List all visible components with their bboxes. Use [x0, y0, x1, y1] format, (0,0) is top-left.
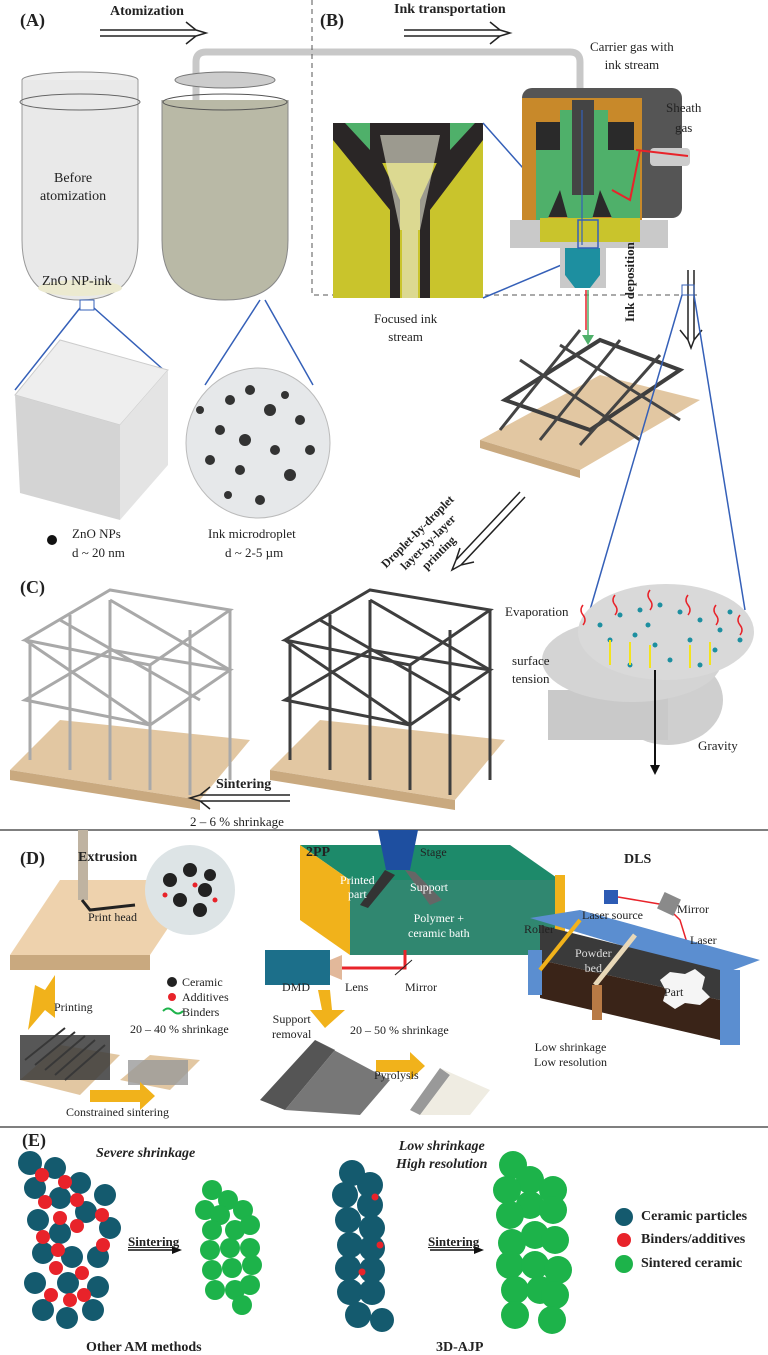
printed-lattice-small-icon: [480, 329, 700, 478]
support-removal-label: Support removal: [272, 1012, 312, 1041]
printing-arrow-icon: [450, 491, 526, 572]
legend-label: Sintered ceramic: [641, 1256, 743, 1271]
zno-nps-label: ZnO NPs: [72, 526, 121, 541]
sintering-label-ajp: Sintering: [428, 1234, 480, 1249]
ink-transportation-label: Ink transportation: [394, 2, 506, 17]
lens-label: Lens: [345, 980, 369, 994]
other-am-label: Other AM methods: [86, 1340, 202, 1355]
legend-label: Binders/additives: [641, 1232, 746, 1247]
sheath-gas-label: Sheath gas: [666, 100, 702, 135]
printed-lattice-large-icon: [270, 588, 505, 810]
laser-label: Laser: [690, 933, 717, 947]
vial-atomized-icon: [161, 71, 289, 301]
constrained-sintering-label: Constrained sintering: [66, 1105, 169, 1119]
legend-ceramic-particles: Ceramic particles: [615, 1208, 747, 1226]
sintered-lattice-icon: [10, 588, 250, 810]
mirror-label-2pp: Mirror: [405, 980, 437, 994]
powder-bed-label: Powder bed: [575, 946, 612, 975]
additives-legend-label: Additives: [182, 990, 229, 1004]
microdroplet-icon: [185, 367, 331, 519]
focused-stream-inset: [333, 123, 483, 298]
panel-c-label: (C): [20, 577, 45, 597]
support-label: Support: [410, 880, 449, 894]
evaporation-label: Evaporation: [505, 604, 569, 619]
two-photon-polymerization-icon: [260, 830, 565, 1115]
sintered-dot-icon: [615, 1255, 633, 1273]
dls-diagram-icon: [528, 890, 760, 1045]
stage-label: Stage: [420, 845, 447, 859]
nanoparticle-dot-icon: [47, 535, 57, 545]
binder-dot-icon: [617, 1233, 631, 1247]
carrier-gas-label: Carrier gas with ink stream: [590, 39, 674, 72]
dls-title: DLS: [624, 852, 652, 867]
dls-note-label: Low shrinkage Low resolution: [534, 1040, 607, 1069]
extrusion-diagram-icon: [10, 830, 235, 1110]
pyrolysis-label: Pyrolysis: [374, 1068, 419, 1082]
part-label: Part: [664, 985, 684, 999]
focused-stream-label: Focused ink stream: [374, 311, 438, 344]
before-atomization-label: Before atomization: [40, 171, 107, 204]
vial-before-icon: [19, 71, 141, 301]
2pp-title: 2PP: [306, 845, 331, 860]
legend-sintered: Sintered ceramic: [615, 1255, 742, 1273]
atomization-label: Atomization: [110, 4, 184, 19]
zno-nps-size: d ~ 20 nm: [72, 545, 125, 560]
ink-microdroplet-size: d ~ 2-5 µm: [225, 545, 284, 560]
dmd-label: DMD: [282, 980, 311, 994]
ceramic-dot-icon: [615, 1208, 633, 1226]
panel-d-label: (D): [20, 848, 45, 868]
panel-b-label: (B): [320, 10, 344, 30]
3d-ajp-label: 3D-AJP: [436, 1340, 484, 1355]
severe-shrinkage-label: Severe shrinkage: [96, 1146, 196, 1161]
legend-label: Ceramic particles: [641, 1209, 748, 1224]
atomization-arrow-icon: [100, 21, 209, 45]
sintering-label: Sintering: [216, 777, 272, 792]
extrusion-shrinkage-label: 20 – 40 % shrinkage: [130, 1022, 229, 1036]
low-shrinkage-label: Low shrinkage High resolution: [396, 1139, 488, 1172]
panel-a-label: (A): [20, 10, 45, 30]
droplet-evaporation-icon: [542, 584, 754, 775]
nanoparticle-cube-icon: [14, 339, 169, 520]
polymer-bath-label: Polymer + ceramic bath: [408, 911, 470, 940]
laser-source-label: Laser source: [582, 908, 643, 922]
roller-label: Roller: [524, 922, 554, 936]
evaporation-icon: [580, 589, 743, 636]
sintering-arrow-icon: [187, 786, 290, 810]
mirror-label-dls: Mirror: [677, 902, 709, 916]
extrusion-title: Extrusion: [78, 850, 138, 865]
aerosol-nozzle-icon: [510, 88, 690, 288]
printing-label: Printing: [54, 1000, 93, 1014]
ceramic-legend-label: Ceramic: [182, 975, 223, 989]
print-head-label: Print head: [88, 910, 137, 924]
ink-microdroplet-label: Ink microdroplet: [208, 526, 296, 541]
printed-part-label: Printed part: [340, 873, 375, 901]
legend-binders: Binders/additives: [615, 1232, 745, 1248]
sintering-label-other: Sintering: [128, 1234, 180, 1249]
2pp-shrinkage-label: 20 – 50 % shrinkage: [350, 1023, 449, 1037]
sintering-shrinkage-label: 2 – 6 % shrinkage: [190, 814, 284, 829]
gravity-label: Gravity: [698, 738, 738, 753]
zno-ink-label: ZnO NP-ink: [42, 274, 112, 289]
binders-legend-label: Binders: [182, 1005, 220, 1019]
surface-tension-label: surface tension: [512, 653, 550, 686]
panel-e-label: (E): [22, 1130, 46, 1150]
